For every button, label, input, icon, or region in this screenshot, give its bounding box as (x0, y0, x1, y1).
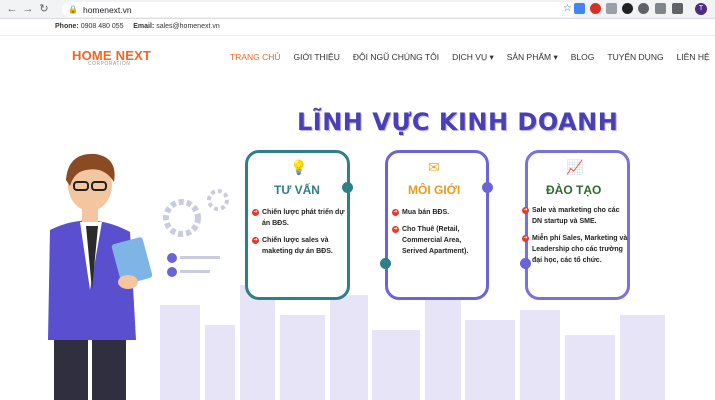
forward-icon[interactable]: → (22, 2, 34, 15)
puzzle-icon[interactable] (672, 3, 683, 14)
card-title: MÔI GIỚI (408, 183, 461, 197)
card-tu-van: 💡 TƯ VẤN ➜Chiến lược phát triển dự án BĐ… (245, 150, 350, 300)
browser-toolbar: ← → ↻ 🔒 homenext.vn ☆ T (0, 0, 715, 19)
logo-sub: CORPORATION (88, 61, 131, 67)
building-shape (240, 285, 275, 400)
list-item: ➜Miễn phí Sales, Marketing và Leadership… (522, 235, 628, 264)
site-header: HOME NEXT CORPORATION TRANG CHỦ GIỚI THI… (0, 36, 715, 80)
building-shape (205, 325, 235, 400)
nav-services[interactable]: DỊCH VỤ ▾ (452, 52, 494, 62)
nav-about[interactable]: GIỚI THIỆU (293, 52, 340, 62)
connector-dot (342, 182, 353, 193)
nav-contact[interactable]: LIÊN HỆ (676, 52, 710, 62)
hero-section: LĨNH VỰC KINH DOANH 💡 TƯ VẤN ➜Chiến lược… (0, 80, 715, 400)
lightbulb-icon: 💡 (290, 159, 308, 175)
section-title: LĨNH VỰC KINH DOANH (297, 108, 619, 136)
nav-careers[interactable]: TUYỂN DỤNG (607, 52, 664, 62)
building-shape (520, 310, 560, 400)
email-label: Email: (133, 23, 155, 30)
connector-dot (380, 258, 391, 269)
card-title: TƯ VẤN (274, 183, 320, 197)
back-icon[interactable]: ← (6, 2, 18, 15)
building-shape (160, 305, 200, 400)
envelope-icon: ✉ (428, 159, 440, 175)
email-address[interactable]: sales@homenext.vn (156, 23, 220, 30)
building-shape (330, 295, 368, 400)
connector-dot (520, 258, 531, 269)
building-shape (280, 315, 325, 400)
main-nav: TRANG CHỦ GIỚI THIỆU ĐỘI NGŨ CHÚNG TÔI D… (230, 52, 715, 63)
arrow-bullet-icon: ➜ (522, 235, 529, 242)
profile-avatar[interactable]: T (695, 3, 707, 15)
site-logo[interactable]: HOME NEXT CORPORATION (72, 48, 151, 67)
dark-extension-icon[interactable] (622, 3, 633, 14)
list-item: ➜Sale và marketing cho các DN startup và… (522, 207, 620, 225)
window-extension-icon[interactable] (655, 3, 666, 14)
arrow-bullet-icon: ➜ (522, 207, 529, 214)
nav-blog[interactable]: BLOG (570, 52, 595, 62)
building-shape (465, 320, 515, 400)
building-shape (620, 315, 665, 400)
nav-products[interactable]: SẢN PHẨM ▾ (506, 52, 558, 62)
phone-label: Phone: (55, 23, 79, 30)
translate-extension-icon[interactable] (574, 3, 585, 14)
settings-extension-icon[interactable] (638, 3, 649, 14)
contact-bar: Phone: 0908 480 055 Email: sales@homenex… (0, 19, 715, 36)
address-bar[interactable]: 🔒 homenext.vn ☆ (62, 2, 578, 17)
logo-brand: HOME NEXT (72, 48, 152, 63)
businessman-illustration (48, 153, 229, 400)
chart-growth-icon: 📈 (566, 159, 584, 175)
building-shape (372, 330, 420, 400)
list-item: ➜Chiến lược sales và maketing dự án BĐS. (252, 237, 333, 255)
arrow-bullet-icon: ➜ (252, 237, 259, 244)
card-moi-gioi: ✉ MÔI GIỚI ➜Mua bán BĐS. ➜Cho Thuê (Reta… (385, 150, 489, 300)
reload-icon[interactable]: ↻ (39, 2, 49, 15)
camera-extension-icon[interactable] (606, 3, 617, 14)
extension-icon[interactable] (590, 3, 601, 14)
card-dao-tao: 📈 ĐÀO TẠO ➜Sale và marketing cho các DN … (522, 150, 630, 300)
lock-icon: 🔒 (68, 5, 78, 14)
arrow-bullet-icon: ➜ (392, 226, 399, 233)
card-title: ĐÀO TẠO (546, 183, 602, 197)
bookmark-star-icon[interactable]: ☆ (563, 3, 572, 14)
list-item: ➜Mua bán BĐS. (392, 209, 450, 216)
nav-team[interactable]: ĐỘI NGŨ CHÚNG TÔI (352, 52, 440, 62)
list-item: ➜Chiến lược phát triển dự án BĐS. (252, 209, 345, 227)
connector-dot (482, 182, 493, 193)
building-shape (425, 300, 461, 400)
phone-number[interactable]: 0908 480 055 (80, 23, 124, 30)
list-item: ➜Cho Thuê (Retail, Commercial Area, Seri… (392, 226, 469, 255)
building-shape (565, 335, 615, 400)
url-text: homenext.vn (82, 4, 132, 15)
arrow-bullet-icon: ➜ (252, 209, 259, 216)
nav-home[interactable]: TRANG CHỦ (230, 52, 281, 62)
arrow-bullet-icon: ➜ (392, 209, 399, 216)
